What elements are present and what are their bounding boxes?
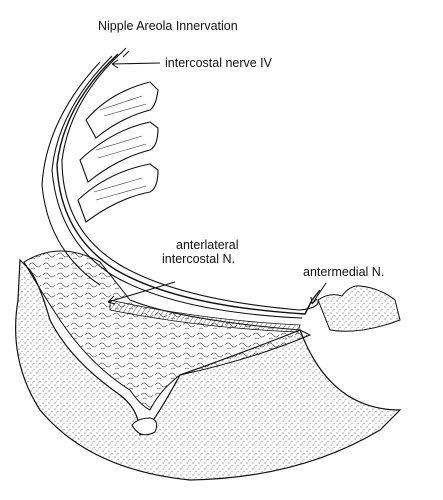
nerve-ending (119, 47, 130, 58)
breast-section (15, 250, 402, 481)
nerve-line (56, 53, 321, 315)
label-anterolateral-line2: intercostal N. (162, 252, 235, 266)
leader-ic4-arrow (111, 59, 119, 69)
leader-ic4 (111, 62, 161, 65)
figure-title: Nipple Areola Innervation (98, 19, 238, 33)
label-intercostal-nerve-iv: intercostal nerve IV (165, 56, 272, 70)
leader-al-arrow (107, 295, 116, 305)
rib-1 (85, 81, 159, 139)
label-antermedial-nerve: antermedial N. (303, 265, 385, 279)
leader-al (107, 281, 176, 303)
rib-3 (77, 163, 159, 223)
label-anterolateral-line1: anterlateral (176, 238, 239, 252)
leader-am-arrow (310, 296, 318, 305)
ribs (77, 81, 159, 223)
label-anterolateral-intercostal: anterlateral intercostal N. (162, 238, 239, 266)
leader-lines (107, 59, 327, 305)
leader-am (311, 282, 327, 305)
